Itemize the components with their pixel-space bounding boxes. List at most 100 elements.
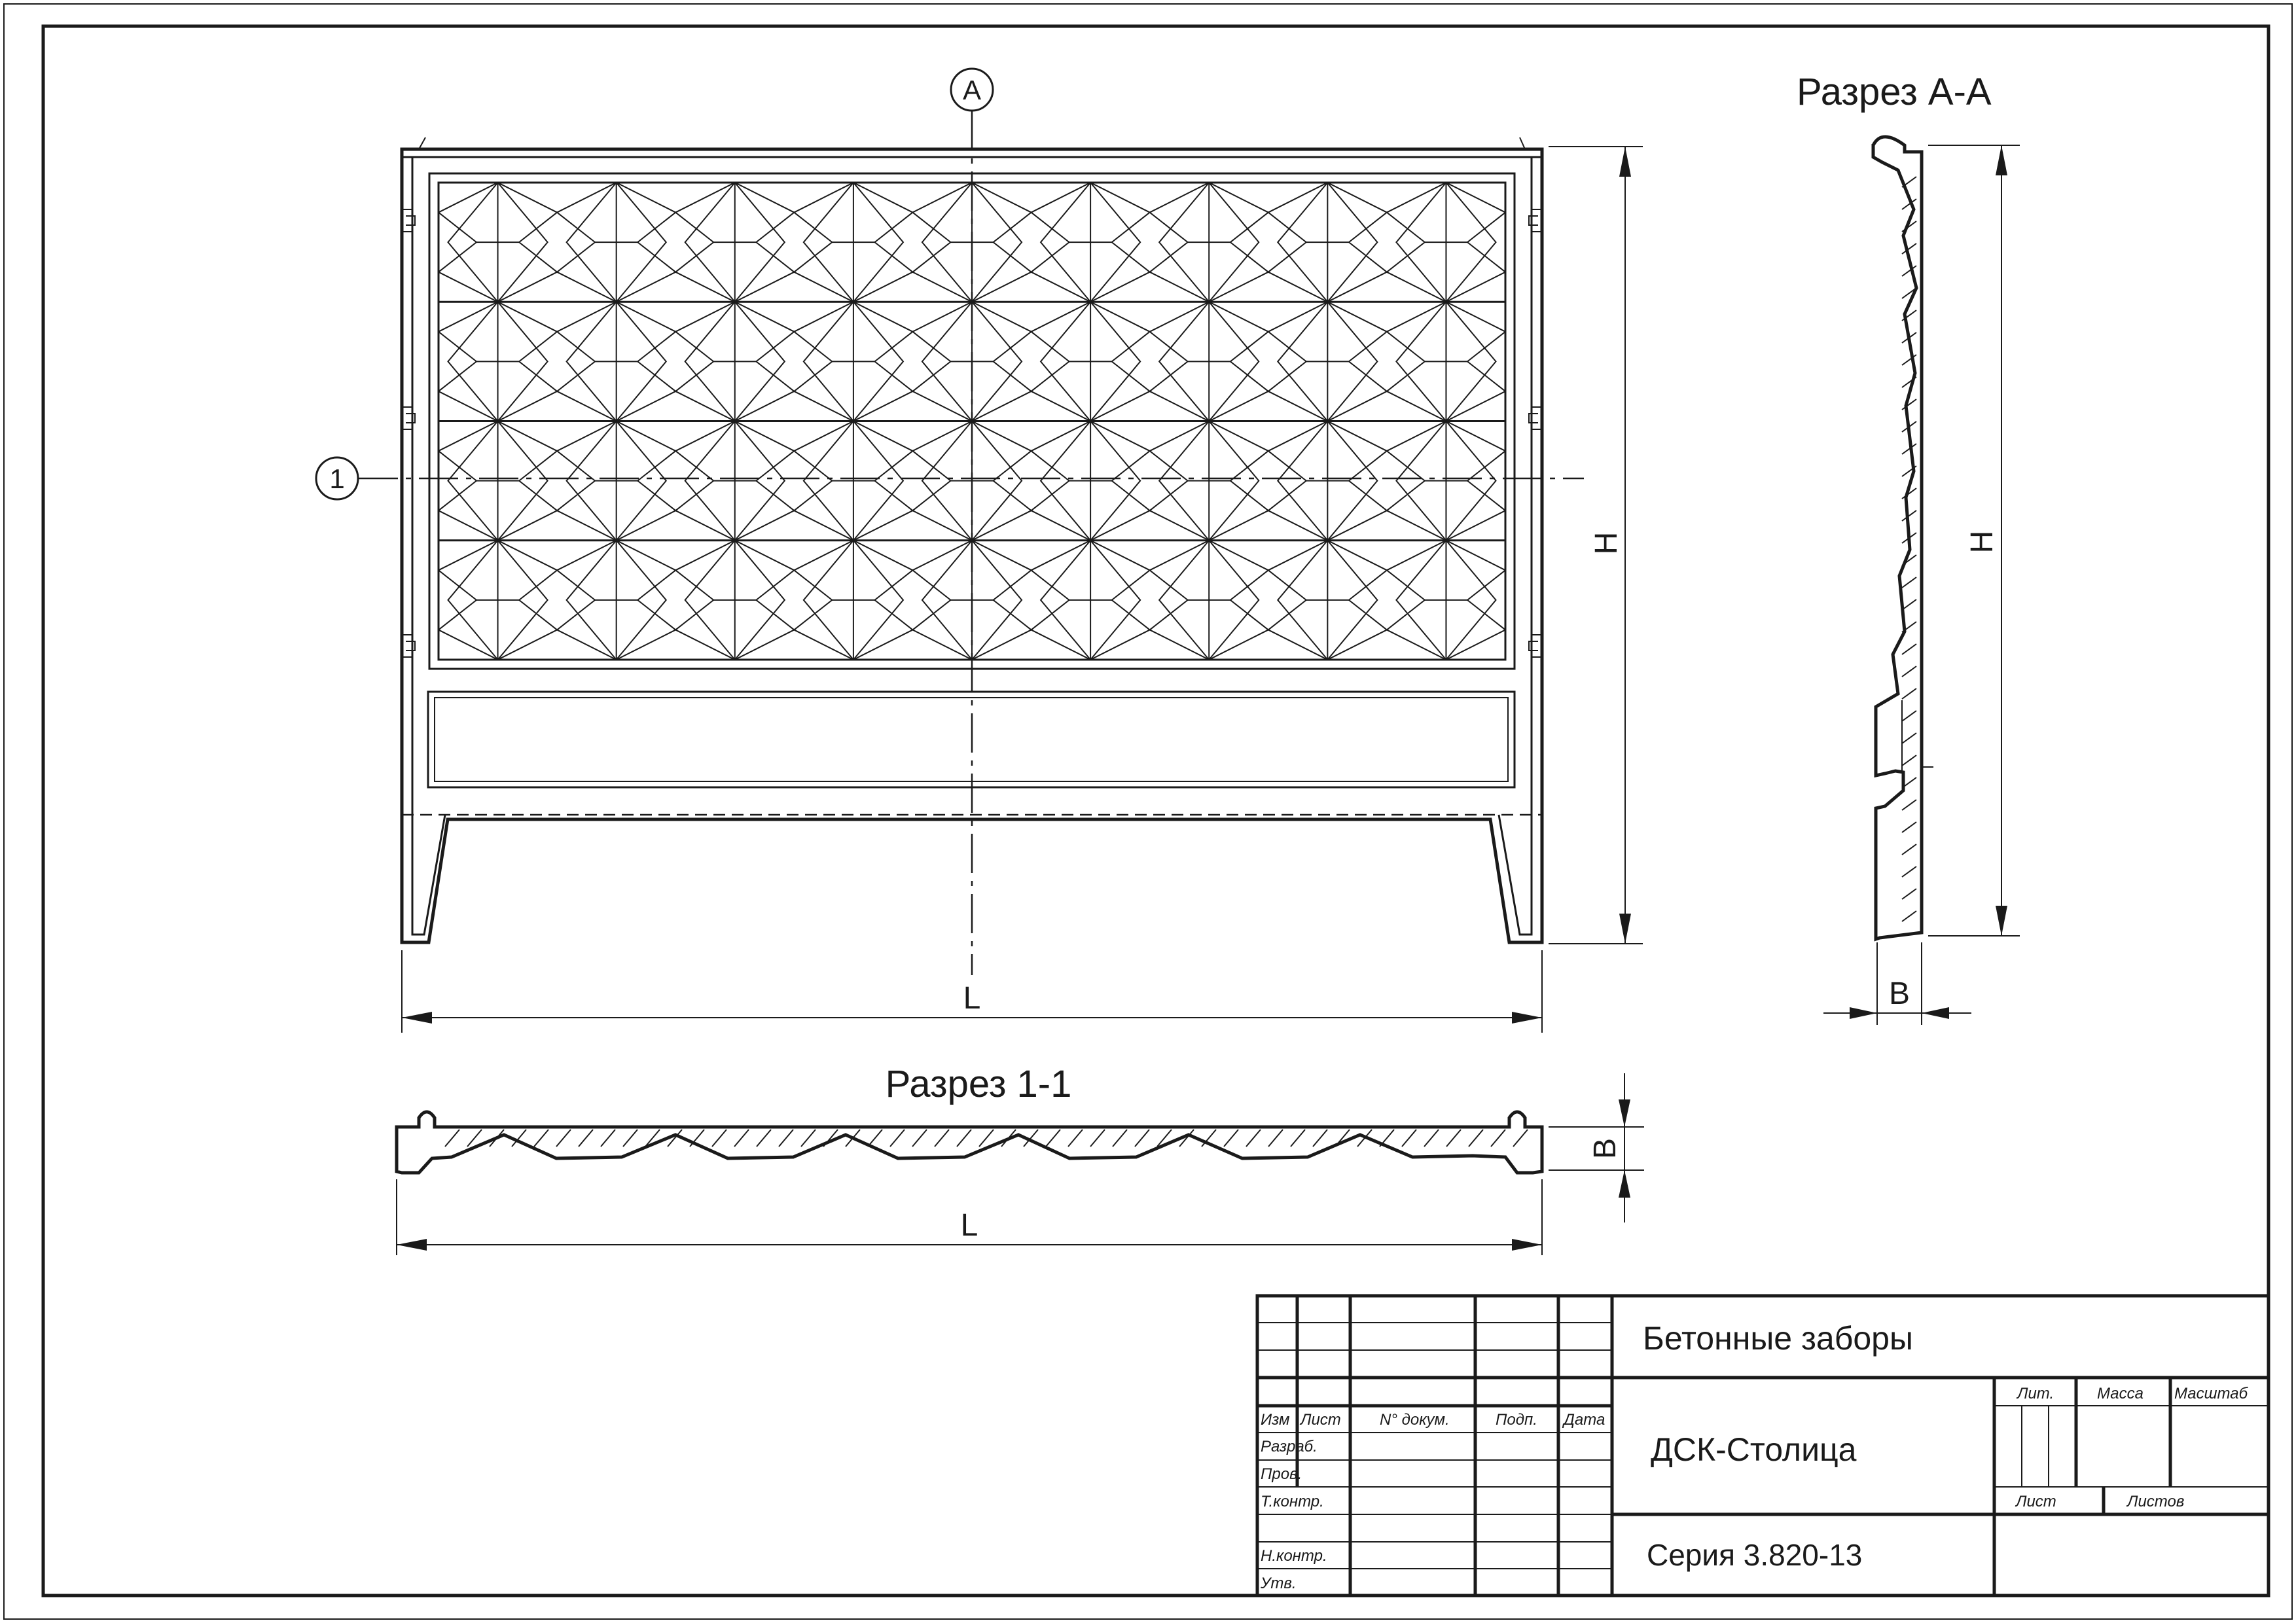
hatch-stroke	[1446, 1129, 1462, 1147]
hatch-stroke	[1112, 1129, 1128, 1147]
hatch-stroke	[1901, 399, 1917, 410]
panel-outline	[400, 147, 1544, 944]
sheet-inner-frame	[41, 24, 2270, 1597]
hatch-stroke	[1901, 910, 1917, 922]
hatch-stroke	[1901, 666, 1917, 677]
s11-dim-thickness-label: B	[1588, 1138, 1623, 1159]
hatch-stroke	[600, 1129, 616, 1147]
hatch-stroke	[1901, 332, 1917, 344]
hatch-stroke	[1490, 1129, 1506, 1147]
hatch-stroke	[1901, 643, 1917, 655]
hatch-stroke	[622, 1129, 638, 1147]
hatch-stroke	[689, 1129, 705, 1147]
hatch-stroke	[1901, 421, 1917, 433]
tb-scale: Масштаб	[2174, 1385, 2249, 1402]
front-dim-length-label: L	[963, 981, 981, 1016]
hatch-stroke	[845, 1129, 861, 1147]
front-dim-height: H	[1549, 146, 1643, 944]
hatch-stroke	[1901, 465, 1917, 477]
hatch-stroke	[1901, 376, 1917, 388]
hatch-stroke	[1901, 243, 1917, 255]
hatch-stroke	[1901, 554, 1917, 566]
hatch-stroke	[1901, 799, 1917, 811]
hatch-stroke	[1901, 221, 1917, 232]
hatch-stroke	[645, 1129, 660, 1147]
axis-marker-a	[950, 67, 994, 112]
hatch-stroke	[667, 1129, 683, 1147]
axis-label-a: A	[963, 75, 981, 105]
tb-product-name: Бетонные заборы	[1643, 1320, 1913, 1357]
tb-header-date: Дата	[1562, 1411, 1605, 1429]
hatch-stroke	[1901, 688, 1917, 700]
hatch-stroke	[1901, 732, 1917, 744]
tb-series: Серия 3.820-13	[1647, 1538, 1862, 1572]
hatch-stroke	[1335, 1129, 1350, 1147]
aa-dim-height-label: H	[1965, 531, 2000, 554]
hatch-stroke	[1312, 1129, 1328, 1147]
hatch-stroke	[756, 1129, 772, 1147]
hatch-stroke	[912, 1129, 927, 1147]
hatch-stroke	[1045, 1129, 1061, 1147]
hatch-stroke	[1901, 599, 1917, 611]
tb-header-izm: Изм	[1261, 1411, 1290, 1429]
hatch-stroke	[444, 1129, 460, 1147]
hatch-stroke	[1901, 532, 1917, 544]
section-aa-title: Разрез А-А	[1797, 71, 1992, 113]
hatch-stroke	[1901, 844, 1917, 855]
hatch-stroke	[578, 1129, 594, 1147]
hatch-stroke	[1134, 1129, 1150, 1147]
aa-dim-height: H	[1928, 145, 2020, 936]
hatch-stroke	[1901, 821, 1917, 833]
hatch-stroke	[1901, 710, 1917, 722]
hatch-stroke	[734, 1129, 749, 1147]
hatch-stroke	[1268, 1129, 1283, 1147]
hatch-stroke	[823, 1129, 838, 1147]
hatch-stroke	[467, 1129, 482, 1147]
hatch-stroke	[1901, 443, 1917, 455]
hatch-stroke	[956, 1129, 972, 1147]
hatch-stroke	[1513, 1129, 1528, 1147]
connection-lugs	[402, 209, 1542, 658]
s11-dim-length-label: L	[961, 1208, 978, 1243]
hatch-stroke	[889, 1129, 905, 1147]
hatch-stroke	[1901, 577, 1917, 588]
hatch-stroke	[867, 1129, 883, 1147]
tb-sheet: Лист	[2015, 1493, 2056, 1510]
axis-label-1: 1	[329, 463, 344, 494]
hatch-stroke	[1067, 1129, 1083, 1147]
section-11: Разрез 1-1 B L	[395, 1063, 1644, 1255]
hatch-stroke	[1201, 1129, 1217, 1147]
tb-header-doc-no: N° докум.	[1380, 1411, 1450, 1429]
hatch-stroke	[1001, 1129, 1016, 1147]
hatch-stroke	[1424, 1129, 1439, 1147]
hatch-stroke	[1901, 777, 1917, 789]
tb-role-norm-control: Н.контр.	[1261, 1547, 1327, 1565]
s11-dim-length: L	[396, 1179, 1543, 1255]
hatch-stroke	[1901, 755, 1917, 766]
section-aa: Разрез А-А H B	[1797, 71, 2020, 1025]
hatch-stroke	[489, 1129, 505, 1147]
hatch-stroke	[1901, 198, 1917, 210]
hatch-stroke	[800, 1129, 816, 1147]
hatch-stroke	[1090, 1129, 1105, 1147]
sheet-outer-border	[3, 3, 2293, 1620]
section-11-title: Разрез 1-1	[886, 1063, 1072, 1105]
hatch-stroke	[1901, 287, 1917, 299]
hatch-stroke	[1901, 354, 1917, 366]
tb-header-list: Лист	[1299, 1411, 1341, 1429]
hatch-stroke	[934, 1129, 950, 1147]
hatch-stroke	[1468, 1129, 1484, 1147]
hatch-stroke	[1223, 1129, 1239, 1147]
aa-dim-thickness: B	[1823, 942, 1971, 1025]
tb-role-tech-control: Т.контр.	[1261, 1493, 1324, 1510]
hatch-stroke	[1357, 1129, 1372, 1147]
hatch-stroke	[511, 1129, 527, 1147]
tb-company: ДСК-Столица	[1651, 1431, 1857, 1468]
hatch-stroke	[1290, 1129, 1306, 1147]
tb-role-checked: Пров.	[1261, 1465, 1302, 1483]
tb-lit: Лит.	[2016, 1385, 2054, 1402]
hatch-stroke	[1023, 1129, 1039, 1147]
hatch-stroke	[1179, 1129, 1194, 1147]
section-aa-profile	[1871, 135, 1924, 942]
